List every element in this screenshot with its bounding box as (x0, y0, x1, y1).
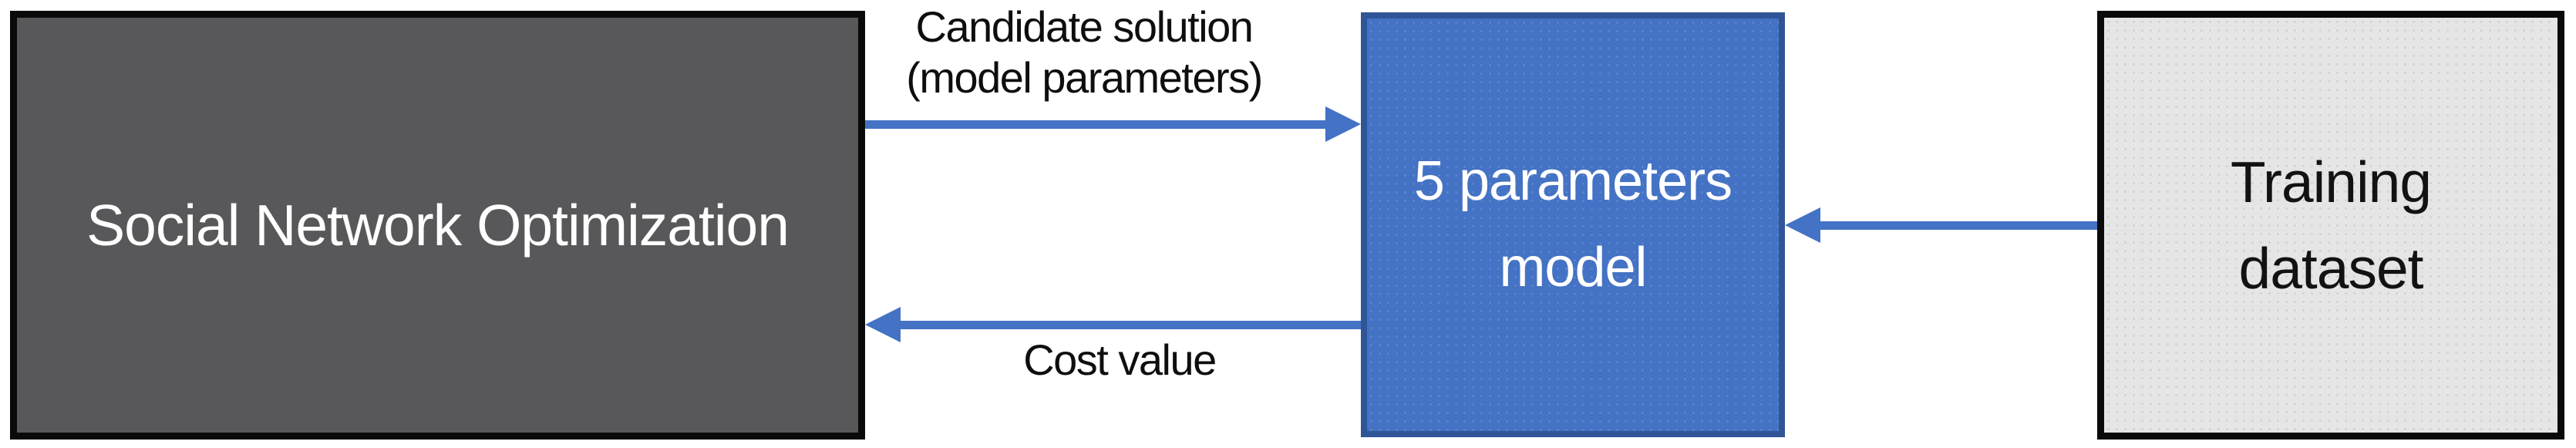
candidate-arrow-label: Candidate solution (model parameters) (906, 2, 1263, 103)
dataset-box: Training dataset (2097, 11, 2564, 440)
model-box-label: 5 parameters model (1414, 139, 1732, 311)
arrow-right-icon (1325, 106, 1361, 142)
model-box-label-line1: 5 parameters (1413, 150, 1732, 212)
model-box: 5 parameters model (1361, 12, 1785, 437)
optimizer-box-label: Social Network Optimization (86, 192, 790, 258)
candidate-arrow-label-line1: Candidate solution (915, 2, 1254, 51)
candidate-arrow-shaft (865, 120, 1328, 129)
dataset-box-label-line2: dataset (2238, 236, 2423, 301)
candidate-arrow-label-line2: (model parameters) (906, 53, 1263, 102)
arrow-left-icon (865, 307, 901, 342)
dataset-box-label: Training dataset (2230, 139, 2432, 312)
dataset-box-label-line1: Training (2230, 149, 2432, 214)
optimizer-box: Social Network Optimization (10, 11, 865, 440)
cost-arrow-label: Cost value (1023, 335, 1217, 384)
cost-arrow-shaft (899, 321, 1361, 329)
model-box-label-line2: model (1499, 236, 1647, 298)
training-arrow-shaft (1819, 221, 2097, 230)
arrow-left-icon (1785, 207, 1820, 243)
